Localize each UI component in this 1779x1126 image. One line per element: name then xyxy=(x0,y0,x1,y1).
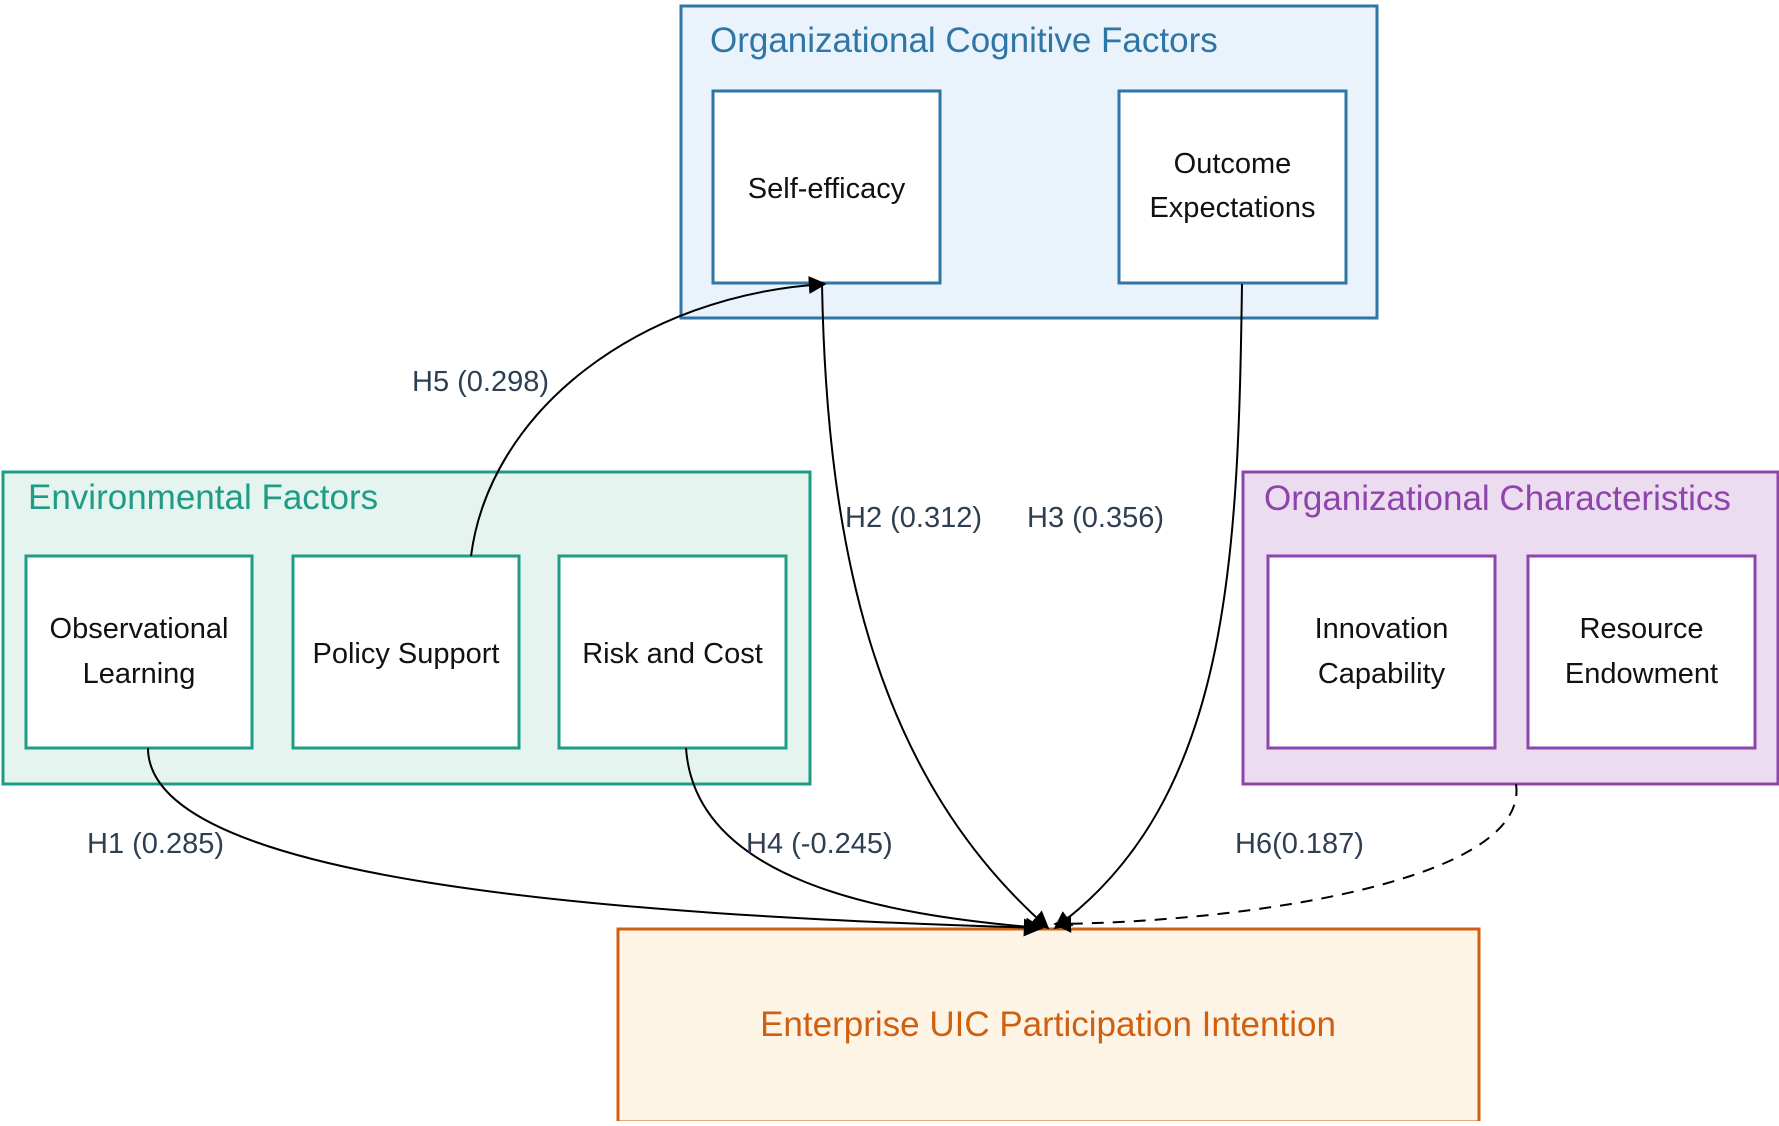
node-risk-and-cost: Risk and Cost xyxy=(557,554,788,750)
node-innovation-capability: Innovation Capability xyxy=(1266,554,1497,750)
node-observational-learning-label-line2: Learning xyxy=(83,658,196,690)
group-cognitive: Organizational Cognitive Factors Self-ef… xyxy=(679,4,1379,320)
group-cognitive-title: Organizational Cognitive Factors xyxy=(710,21,1218,60)
node-risk-and-cost-label: Risk and Cost xyxy=(582,638,763,670)
edge-label-h3: H3 (0.356) xyxy=(1027,502,1164,534)
group-environmental: Environmental Factors Observational Lear… xyxy=(1,470,812,786)
edge-label-h2: H2 (0.312) xyxy=(845,502,982,534)
node-self-efficacy: Self-efficacy xyxy=(711,89,942,285)
node-observational-learning-label-line1: Observational xyxy=(50,613,229,645)
edge-label-h1: H1 (0.285) xyxy=(87,828,224,860)
node-observational-learning: Observational Learning xyxy=(24,554,254,750)
edge-labels: H5 (0.298) H2 (0.312) H3 (0.356) H1 (0.2… xyxy=(87,366,1364,860)
node-innovation-capability-label-line1: Innovation xyxy=(1315,613,1449,645)
node-resource-endowment-label-line1: Resource xyxy=(1579,613,1703,645)
node-outcome-expectations: Outcome Expectations xyxy=(1117,89,1348,285)
node-policy-support-label: Policy Support xyxy=(313,638,500,670)
edge-h1 xyxy=(147,747,1042,937)
group-environmental-title: Environmental Factors xyxy=(28,478,378,517)
node-innovation-capability-label-line2: Capability xyxy=(1318,658,1446,690)
edge-h4 xyxy=(685,747,1044,936)
node-outcome-expectations-label-line1: Outcome xyxy=(1174,148,1292,180)
node-self-efficacy-label: Self-efficacy xyxy=(748,173,906,205)
group-organizational: Organizational Characteristics Innovatio… xyxy=(1241,470,1779,786)
edge-label-h4: H4 (-0.245) xyxy=(746,828,893,860)
edge-h3 xyxy=(1053,283,1243,930)
node-target: Enterprise UIC Participation Intention xyxy=(616,927,1481,1124)
edge-label-h5: H5 (0.298) xyxy=(412,366,549,398)
node-target-label: Enterprise UIC Participation Intention xyxy=(760,1005,1336,1044)
node-outcome-expectations-label-line2: Expectations xyxy=(1149,192,1315,224)
edge-h2 xyxy=(821,283,1050,930)
edges xyxy=(147,275,1518,937)
edge-h6 xyxy=(1053,783,1518,933)
node-policy-support: Policy Support xyxy=(291,554,521,750)
node-resource-endowment-label-line2: Endowment xyxy=(1565,658,1718,690)
edge-label-h6: H6(0.187) xyxy=(1235,828,1364,860)
node-resource-endowment: Resource Endowment xyxy=(1526,554,1757,750)
group-organizational-title: Organizational Characteristics xyxy=(1264,479,1731,518)
edge-h5 xyxy=(470,275,827,557)
